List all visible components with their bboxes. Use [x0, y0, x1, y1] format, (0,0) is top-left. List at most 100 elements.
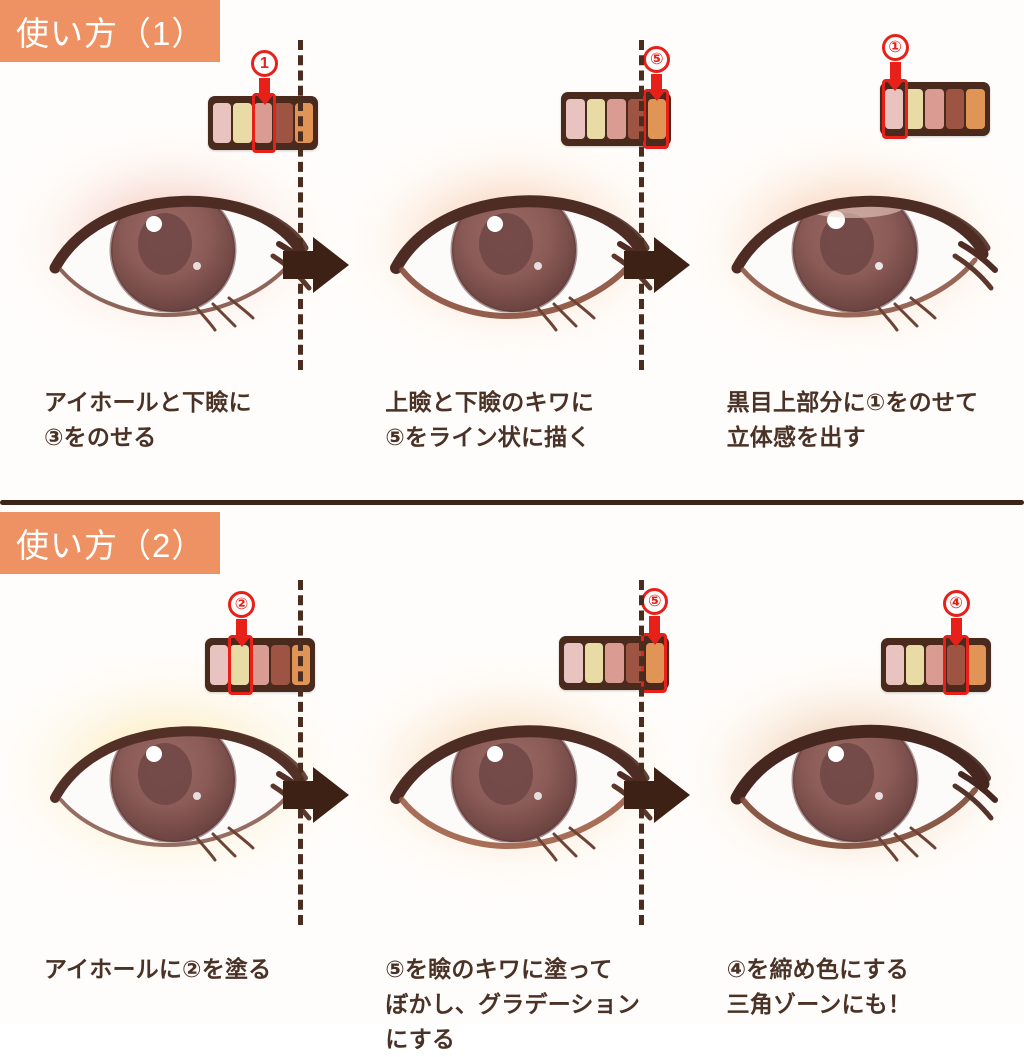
panel-divider-dashed — [298, 40, 303, 370]
palette-2-3: ④ — [880, 590, 1001, 695]
palette-pan-1 — [213, 103, 232, 143]
caption-line: にする — [385, 1025, 456, 1052]
eye-illustration-1-3 — [683, 128, 1024, 378]
palette-2-1: ② — [205, 591, 325, 695]
palette-pan-1 — [566, 99, 585, 139]
caption-line: 黒目上部分に①をのせて — [726, 389, 979, 415]
section-separator-line — [0, 500, 1024, 505]
palette-pan-1 — [884, 89, 903, 129]
palette-pan-2 — [906, 645, 925, 685]
section-1-header-label: 使い方（1） — [16, 15, 206, 52]
panel-divider-dashed — [639, 580, 645, 925]
callout-arrow — [259, 78, 270, 96]
palette-pan-5 — [647, 99, 667, 139]
palette-pan-2 — [586, 99, 606, 139]
panel-divider-dashed — [298, 580, 303, 925]
panel-divider-dashed — [639, 40, 645, 370]
arrow-head — [654, 237, 691, 293]
caption-line: ぼかし、グラデーション — [385, 990, 641, 1017]
callout-arrow — [889, 62, 901, 82]
caption-line: ⑤をライン状に描く — [385, 423, 591, 450]
step-panel-1-1: 1 アイホールと下瞼に ③をのせる — [0, 20, 349, 490]
palette-1-2: ⑤ — [561, 46, 681, 149]
palette-pan-2 — [584, 643, 604, 683]
caption-2-1: アイホールに②を塗る — [44, 952, 334, 987]
eyeshadow-palette — [879, 82, 990, 136]
palette-pan-4 — [946, 645, 966, 685]
palette-pan-2 — [905, 89, 924, 129]
section-1-steps: 1 アイホールと下瞼に ③をのせる — [0, 20, 1024, 490]
eye-drawing — [389, 725, 657, 862]
palette-pan-1 — [885, 645, 904, 685]
callout-arrow — [649, 616, 661, 636]
tutorial-page: 使い方（1） — [0, 0, 1024, 1024]
caption-line: アイホールに②を塗る — [44, 956, 272, 982]
callout-arrow — [236, 619, 247, 638]
palette-pan-1 — [564, 643, 583, 683]
eye-drawing — [731, 195, 999, 332]
step-panel-1-3: ① 黒目上部分に①をのせて 立体感を出す — [683, 20, 1024, 490]
eyeshadow-palette — [559, 636, 670, 690]
palette-1-1: 1 — [208, 50, 328, 153]
eye-illustration-2-1 — [0, 658, 341, 908]
caption-line: 三角ゾーンにも！ — [726, 990, 912, 1017]
eye-drawing — [49, 726, 316, 862]
section-2-header-banner: 使い方（2） — [0, 512, 220, 574]
eye-illustration-2-3 — [683, 658, 1024, 908]
step-arrow-right — [624, 237, 691, 293]
caption-1-2: 上瞼と下瞼のキワに ⑤をライン状に描く — [385, 385, 675, 455]
palette-pan-3 — [253, 103, 273, 143]
palette-pan-5 — [645, 643, 665, 683]
caption-2-3: ④を締め色にする 三角ゾーンにも！ — [727, 952, 1017, 1022]
palette-pan-3 — [607, 99, 626, 139]
shade-callout-badge: 1 — [251, 50, 278, 77]
eye-illustration-2-2 — [341, 658, 682, 908]
palette-pan-2 — [233, 103, 252, 143]
step-arrow-right — [283, 767, 349, 823]
callout-arrow — [950, 618, 962, 638]
palette-pan-3 — [925, 89, 944, 129]
palette-1-3: ① — [879, 34, 1000, 139]
caption-line: ③をのせる — [44, 423, 157, 450]
palette-pan-5 — [967, 645, 986, 685]
caption-line: ④を締め色にする — [726, 956, 909, 982]
eye-illustration-1-2 — [341, 128, 682, 378]
caption-1-3: 黒目上部分に①をのせて 立体感を出す — [727, 385, 1017, 455]
palette-pan-3 — [250, 645, 270, 685]
palette-pan-1 — [210, 645, 229, 685]
eye-drawing — [389, 195, 657, 332]
caption-line: ⑤を瞼のキワに塗って — [385, 956, 613, 982]
shade-callout-badge: ④ — [942, 590, 970, 617]
arrow-head — [654, 767, 691, 823]
caption-1-1: アイホールと下瞼に ③をのせる — [44, 385, 334, 455]
arrow-head — [313, 237, 349, 293]
eye-drawing — [49, 195, 316, 332]
palette-pan-4 — [945, 89, 965, 129]
section-2-steps: ② アイホールに②を塗る — [0, 570, 1024, 1052]
step-panel-2-1: ② アイホールに②を塗る — [0, 570, 349, 1020]
caption-line: 立体感を出す — [726, 423, 866, 450]
caption-2-2: ⑤を瞼のキワに塗って ぼかし、グラデーション にする — [385, 952, 675, 1057]
shade-callout-badge: ① — [881, 34, 909, 61]
palette-pan-2 — [230, 645, 249, 685]
palette-pan-3 — [605, 643, 624, 683]
palette-pan-3 — [926, 645, 945, 685]
eyeshadow-palette — [880, 638, 991, 692]
section-usage-2: 使い方（2） — [0, 500, 1024, 1052]
step-panel-2-2: ⑤ ⑤を瞼のキワに塗って ぼかし、グラデーション にする — [341, 570, 691, 1052]
eye-illustration-1-1 — [0, 128, 341, 378]
step-panel-2-3: ④ ④を締め色にする 三角ゾーンにも！ — [683, 570, 1024, 1020]
arrow-head — [313, 767, 349, 823]
shade-callout-badge: ② — [228, 591, 255, 618]
step-panel-1-2: ⑤ 上瞼と下瞼のキワに ⑤をライン状に描く — [341, 20, 691, 490]
shade-callout-badge: ⑤ — [643, 46, 671, 73]
palette-pan-4 — [271, 645, 290, 685]
palette-2-2: ⑤ — [559, 588, 679, 693]
section-1-header-banner: 使い方（1） — [0, 0, 220, 62]
eye-drawing — [730, 724, 999, 862]
caption-line: 上瞼と下瞼のキワに — [385, 389, 595, 415]
callout-arrow — [651, 74, 663, 92]
section-2-header-label: 使い方（2） — [16, 527, 206, 564]
step-arrow-right — [283, 237, 349, 293]
shade-callout-badge: ⑤ — [641, 588, 669, 615]
